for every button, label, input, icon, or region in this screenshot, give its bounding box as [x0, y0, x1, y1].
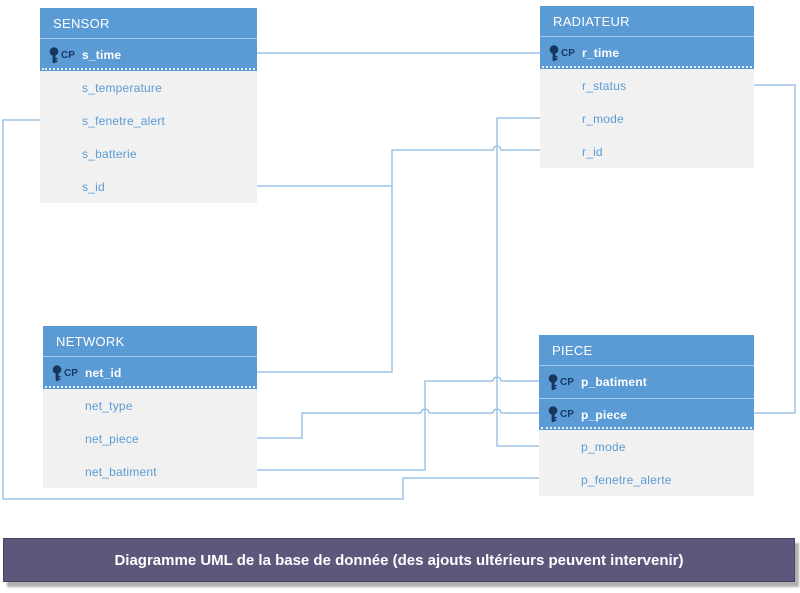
entity-network-title: NETWORK: [43, 326, 257, 356]
attribute-name: net_id: [85, 366, 122, 380]
entity-piece-attributes: p_mode p_fenetre_alerte: [539, 430, 754, 496]
attribute-row: net_batiment: [43, 455, 257, 488]
attribute-name: s_temperature: [82, 80, 162, 95]
entity-sensor-attributes: s_temperature s_fenetre_alert s_batterie…: [40, 71, 257, 203]
connector-rid-netid: [256, 145, 541, 373]
primary-key-icon: [548, 44, 561, 62]
attribute-row: r_status: [540, 69, 754, 102]
primary-key-icon: [48, 46, 61, 64]
connector-sfenetre-pfenetre: [2, 119, 540, 500]
primary-key-icon: [51, 364, 64, 382]
connector-netbatiment-pbatiment: [256, 376, 540, 471]
connector-netpiece-ppiece: [256, 408, 540, 439]
attribute-row: r_mode: [540, 102, 754, 135]
attribute-name: s_fenetre_alert: [82, 113, 166, 128]
key-attribute-row: CP p_piece: [539, 398, 754, 430]
attribute-name: s_batterie: [82, 146, 137, 161]
attribute-row: p_mode: [539, 430, 754, 463]
attribute-row: net_piece: [43, 422, 257, 455]
entity-radiateur-key-section: CP r_time: [540, 36, 754, 69]
attribute-name: r_mode: [582, 111, 624, 126]
attribute-row: p_fenetre_alerte: [539, 463, 754, 496]
diagram-caption-text: Diagramme UML de la base de donnée (des …: [114, 551, 684, 569]
connector-rmode-pmode: [496, 117, 541, 447]
primary-key-icon: [547, 373, 560, 391]
attribute-name: net_batiment: [85, 464, 157, 479]
key-attribute-row: CP net_id: [43, 357, 257, 389]
key-attribute-row: CP r_time: [540, 37, 754, 69]
attribute-name: p_fenetre_alerte: [581, 472, 672, 487]
attribute-row: s_id: [40, 170, 257, 203]
primary-key-icon: [547, 406, 560, 423]
attribute-name: r_time: [582, 46, 620, 60]
attribute-name: p_piece: [581, 407, 628, 422]
attribute-name: r_id: [582, 144, 603, 159]
attribute-row: s_fenetre_alert: [40, 104, 257, 137]
attribute-name: p_mode: [581, 439, 626, 454]
attribute-name: s_time: [82, 48, 122, 62]
attribute-name: s_id: [82, 179, 105, 194]
attribute-row: r_id: [540, 135, 754, 168]
diagram-caption-banner: Diagramme UML de la base de donnée (des …: [3, 538, 795, 582]
entity-radiateur: RADIATEUR CP r_time r_status r_mode r_id: [540, 6, 754, 168]
attribute-name: r_status: [582, 78, 627, 93]
entity-network-attributes: net_type net_piece net_batiment: [43, 389, 257, 488]
connector-rstatus-ppiece: [753, 84, 796, 414]
entity-sensor: SENSOR CP s_time s_temperature s_fenetre…: [40, 8, 257, 203]
primary-key-badge: CP: [64, 367, 78, 379]
entity-piece: PIECE CP p_batiment: [539, 335, 754, 496]
entity-radiateur-title: RADIATEUR: [540, 6, 754, 36]
primary-key-badge: CP: [560, 376, 574, 388]
primary-key-badge: CP: [560, 409, 574, 420]
attribute-name: net_type: [85, 398, 133, 413]
entity-sensor-title: SENSOR: [40, 8, 257, 38]
attribute-row: s_batterie: [40, 137, 257, 170]
entity-network-key-section: CP net_id: [43, 356, 257, 389]
entity-radiateur-attributes: r_status r_mode r_id: [540, 69, 754, 168]
attribute-row: s_temperature: [40, 71, 257, 104]
primary-key-badge: CP: [61, 49, 75, 61]
entity-network: NETWORK CP net_id net_type net_piece net…: [43, 326, 257, 488]
entity-sensor-key-section: CP s_time: [40, 38, 257, 71]
key-attribute-row: CP s_time: [40, 39, 257, 71]
key-attribute-row: CP p_batiment: [539, 366, 754, 398]
attribute-name: p_batiment: [581, 375, 648, 389]
entity-piece-title: PIECE: [539, 335, 754, 365]
attribute-row: net_type: [43, 389, 257, 422]
primary-key-badge: CP: [561, 47, 575, 59]
entity-piece-key-section: CP p_batiment CP p_piece: [539, 365, 754, 430]
attribute-name: net_piece: [85, 431, 139, 446]
